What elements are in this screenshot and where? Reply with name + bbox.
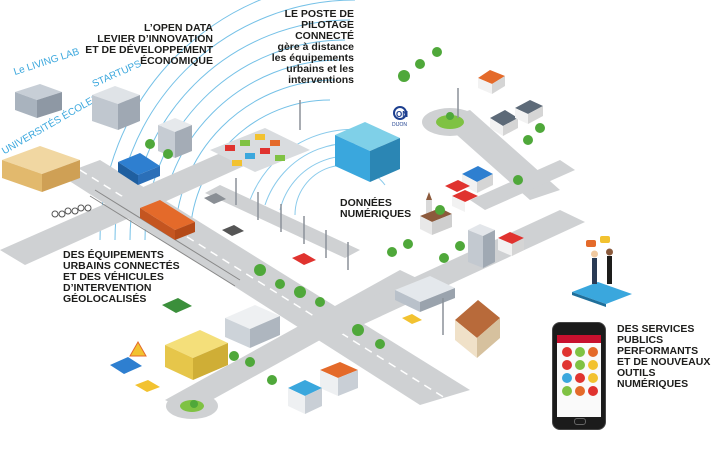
label-equipements: DES ÉQUIPEMENTS URBAINS CONNECTÉS ET DES…	[63, 250, 180, 305]
label-line: DONNÉES	[340, 197, 392, 209]
arc-label-living-lab: Le LIVING LAB	[12, 46, 81, 78]
svg-text:DIJON: DIJON	[392, 122, 407, 128]
app-icon	[588, 347, 598, 357]
houses	[420, 70, 543, 256]
label-line: URBAINS CONNECTÉS	[63, 260, 180, 272]
app-icon	[588, 386, 598, 396]
app-icon	[562, 373, 572, 383]
vehicles	[110, 153, 422, 392]
label-line: PUBLICS	[617, 334, 664, 346]
app-icon	[588, 360, 598, 370]
buildings	[2, 84, 500, 414]
label-line: NUMÉRIQUES	[617, 378, 689, 390]
phone-screen	[557, 335, 601, 417]
app-grid	[557, 343, 601, 396]
label-line: CONNECTÉ	[295, 30, 354, 42]
label-line: PILOTAGE	[301, 19, 354, 31]
label-line: LEVIER D’INNOVATION	[97, 33, 213, 45]
app-icon	[575, 347, 585, 357]
parking-lot	[210, 128, 310, 172]
label-line: ET DE NOUVEAUX	[617, 356, 711, 368]
phone-header	[557, 335, 601, 343]
label-line: DES ÉQUIPEMENTS	[63, 249, 164, 261]
label-line: ET DE DÉVELOPPEMENT	[85, 44, 213, 56]
label-open-data: L’OPEN DATA LEVIER D’INNOVATION ET DE DÉ…	[78, 23, 213, 67]
label-line: D’INTERVENTION	[63, 282, 152, 294]
app-icon	[588, 373, 598, 383]
label-line: OUTILS	[617, 367, 656, 379]
trees	[145, 47, 545, 408]
label-line: LE POSTE DE	[284, 8, 354, 20]
signal-waves	[99, 0, 401, 241]
label-line: ET DES VÉHICULES	[63, 271, 164, 283]
label-line: L’OPEN DATA	[143, 22, 213, 34]
label-line: gère à distance	[277, 41, 354, 53]
warning-sign-icon	[129, 340, 147, 357]
bike-share-icon	[51, 204, 92, 218]
app-icon	[575, 373, 585, 383]
tablet-meeting-icon	[572, 236, 632, 307]
label-line: urbains et les	[286, 63, 354, 75]
label-line: GÉOLOCALISÉS	[63, 293, 147, 305]
svg-text:ON: ON	[396, 110, 408, 119]
label-line: interventions	[288, 74, 354, 86]
label-line: PERFORMANTS	[617, 345, 699, 357]
app-icon	[562, 386, 572, 396]
app-icon	[562, 347, 572, 357]
app-icon	[562, 360, 572, 370]
on-dijon-logo: ON DIJON	[392, 106, 408, 128]
label-line: DES SERVICES	[617, 323, 695, 335]
smartphone-app-icon	[552, 322, 606, 430]
label-line: les équipements	[271, 52, 354, 64]
street-lamps	[235, 88, 459, 335]
label-services-publics: DES SERVICES PUBLICS PERFORMANTS ET DE N…	[617, 324, 710, 390]
label-donnees-numeriques: DONNÉES NUMÉRIQUES	[340, 198, 411, 220]
app-icon	[575, 386, 585, 396]
label-line: ÉCONOMIQUE	[140, 55, 213, 67]
label-line: NUMÉRIQUES	[340, 208, 412, 220]
app-icon	[575, 360, 585, 370]
label-poste-pilotage: LE POSTE DE PILOTAGE CONNECTÉ gère à dis…	[250, 9, 354, 86]
home-button	[574, 418, 586, 425]
